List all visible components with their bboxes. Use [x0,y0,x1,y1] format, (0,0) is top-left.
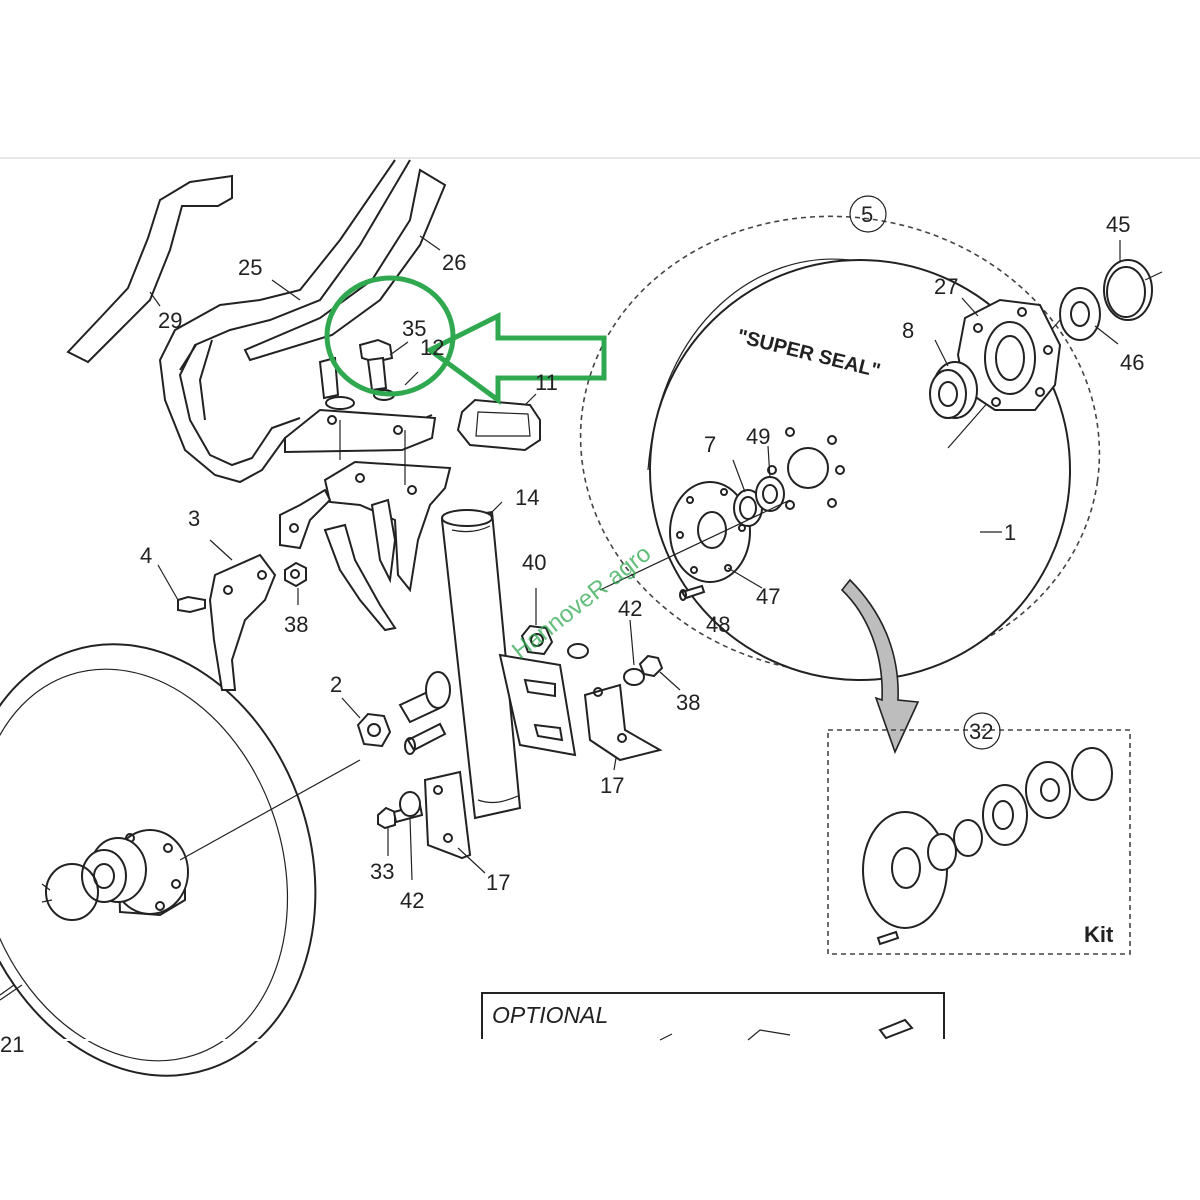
left-disc [0,643,361,1077]
callout-17b: 17 [486,870,510,895]
kit-label: Kit [1084,922,1114,947]
plate-17-right [583,683,663,762]
callout-49: 49 [746,424,770,449]
optional-label: OPTIONAL [492,1002,608,1028]
callout-38b: 38 [676,690,700,715]
callout-48: 48 [706,612,730,637]
callout-8: 8 [902,318,914,343]
callouts: 25 26 29 35 12 11 14 3 4 38 40 42 38 2 1… [0,195,1144,1057]
gasket-11 [456,398,541,452]
axis-line [599,499,791,591]
callout-45: 45 [1106,212,1130,237]
callout-47: 47 [756,584,780,609]
disc-assembly-5 [579,215,1101,681]
callout-17a: 17 [600,773,624,798]
callout-25: 25 [238,255,262,280]
spindle-2 [356,671,451,755]
highlight-arrow [425,311,607,405]
callout-35: 35 [402,316,426,341]
callout-14: 14 [515,485,539,510]
callout-3: 3 [188,506,200,531]
callout-42b: 42 [400,888,424,913]
callout-33: 33 [370,859,394,884]
kit-arrow [840,578,920,755]
bolt-48 [679,584,706,601]
callout-38a: 38 [284,612,308,637]
callout-circle-32 [963,712,1001,750]
callout-42a: 42 [618,596,642,621]
callout-46: 46 [1120,350,1144,375]
callout-5: 5 [861,202,873,227]
callout-27: 27 [934,274,958,299]
callout-12: 12 [420,335,444,360]
bolt-33 [377,791,424,830]
bearing-8 [929,361,978,419]
mounting-bracket [279,356,452,632]
tube-14 [440,509,522,820]
kit-box-32 [827,729,1131,955]
highlight-annotation [324,275,607,405]
bracket-plate [498,624,664,757]
callout-21: 21 [0,1032,24,1057]
leader-lines [149,235,1121,881]
callout-2: 2 [330,672,342,697]
plate-17-bottom [423,770,472,860]
callout-40: 40 [522,550,546,575]
hub-27 [956,298,1062,411]
flange-47 [669,481,751,583]
seal-46-ring-45 [1059,259,1163,341]
callout-29: 29 [158,308,182,333]
frame-arm-29 [66,174,233,364]
scraper-3 [177,553,307,691]
callout-1: 1 [1004,520,1016,545]
callout-11: 11 [535,370,558,395]
seal-49 [755,476,785,512]
callout-circle-5 [849,195,887,233]
bolt-35 [358,338,395,401]
callout-4: 4 [140,543,152,568]
callout-7: 7 [704,432,716,457]
callout-26: 26 [442,250,466,275]
optional-box [0,992,1200,1041]
callout-32: 32 [969,719,993,744]
